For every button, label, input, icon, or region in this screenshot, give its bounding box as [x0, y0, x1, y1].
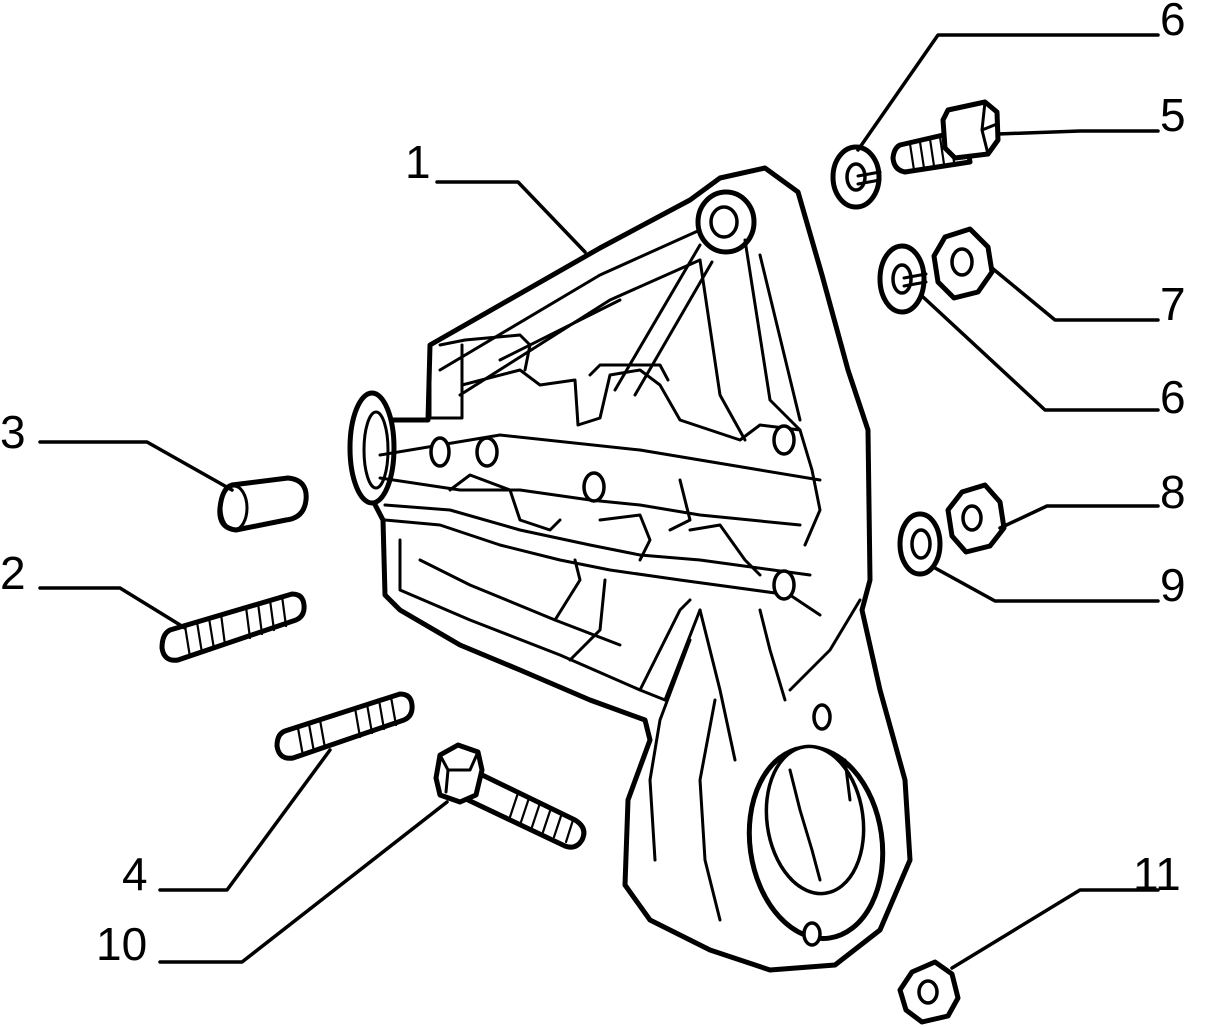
nut-part-7	[931, 226, 995, 301]
callout-4: 4	[122, 848, 148, 900]
callout-10: 10	[96, 918, 147, 970]
bolt-part-5	[890, 99, 1001, 175]
lock-washer-part-6-lower	[877, 243, 928, 315]
leader-2	[38, 586, 187, 630]
nut-part-8	[945, 482, 1007, 555]
stud-part-4	[274, 691, 415, 761]
leader-6-upper	[856, 33, 1160, 152]
nut-part-11	[897, 959, 961, 1025]
leader-1	[435, 180, 587, 254]
callout-6-upper: 6	[1160, 0, 1186, 45]
leader-9	[933, 566, 1160, 603]
leader-4	[158, 748, 332, 892]
callout-8: 8	[1160, 466, 1186, 518]
leader-8	[998, 504, 1160, 530]
callout-7: 7	[1160, 278, 1186, 330]
callout-1: 1	[405, 136, 431, 188]
leader-5	[996, 129, 1160, 136]
callout-3: 3	[0, 406, 26, 458]
callout-numbers: 1 3 2 4 10 6 5 7 6 8 9 11	[0, 0, 1186, 970]
bolt-part-10	[433, 742, 587, 850]
callout-5: 5	[1160, 89, 1186, 141]
washer-part-9	[897, 511, 943, 577]
leader-3	[38, 440, 234, 492]
leader-6-lower	[920, 294, 1160, 412]
leader-11	[950, 888, 1160, 970]
leader-7	[990, 266, 1160, 322]
callout-2: 2	[0, 547, 26, 599]
dowel-part-3	[217, 475, 309, 533]
leader-10	[158, 800, 449, 964]
callout-9: 9	[1160, 559, 1186, 611]
bracket-part-1	[347, 165, 913, 973]
callout-6-lower: 6	[1160, 371, 1186, 423]
lock-washer-part-6-upper	[830, 144, 882, 210]
stud-part-2	[159, 591, 307, 663]
callout-11: 11	[1133, 848, 1181, 900]
leader-lines	[38, 33, 1160, 970]
